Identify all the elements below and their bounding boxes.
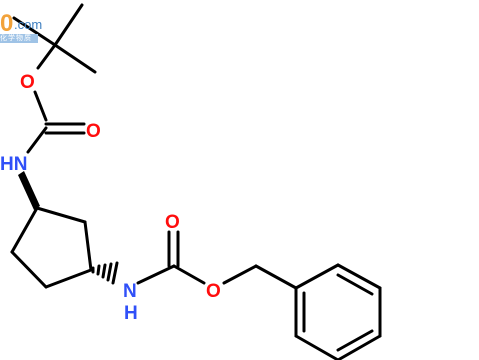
watermark-logo: 0 .com 化学物质 — [0, 12, 48, 46]
ring-bond-5 — [10, 206, 39, 254]
atom-o-boc-carbonyl: O — [86, 121, 101, 142]
watermark-subtitle: 化学物质 — [0, 34, 32, 42]
phenyl-ring — [294, 263, 382, 360]
atom-o-cbz-carbonyl: O — [165, 212, 180, 233]
watermark-band — [0, 34, 38, 43]
atom-o-cbz-ether: O — [206, 281, 221, 302]
atom-nh-top: HN — [0, 154, 27, 175]
bond-boc-o-c — [33, 90, 48, 122]
bond-ch2-phenyl — [254, 264, 298, 290]
bond-tbu-methyl-left — [12, 16, 57, 47]
atom-h-bottom: H — [124, 303, 138, 324]
ring-bond-3 — [44, 268, 93, 289]
atom-n-bottom: N — [123, 281, 137, 302]
bond-n-cbz-c — [136, 264, 176, 285]
bond-boc-c-n — [26, 126, 48, 154]
atom-o-boc-ether: O — [20, 72, 35, 93]
watermark-number: 0 — [0, 12, 14, 37]
bond-tbu-oxygen — [36, 43, 57, 70]
ring-bond-2 — [83, 220, 93, 272]
watermark-domain: .com — [14, 17, 43, 32]
wedge-bond-top — [18, 171, 40, 210]
ring-bond-4 — [10, 250, 48, 289]
ring-bond-1 — [35, 206, 87, 224]
bond-o-ch2 — [222, 264, 258, 285]
bond-tbu-methyl-right — [53, 43, 97, 74]
bond-cbz-c-o — [172, 264, 206, 285]
bond-tbu-methyl-top — [53, 3, 84, 47]
hashed-bond-bottom — [91, 261, 119, 285]
